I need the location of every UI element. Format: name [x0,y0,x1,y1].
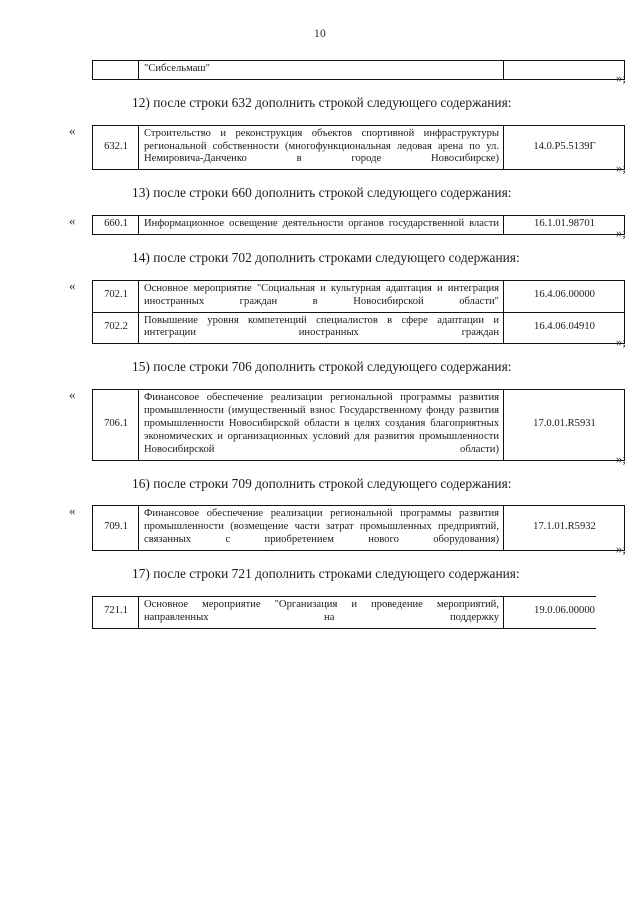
table-row: 709.1 Финансовое обеспечение реализации … [92,505,625,552]
page-number: 10 [314,28,326,40]
row-number-cell: 709.1 [92,505,139,552]
document-content: »; "Сибсельмаш" 12) после строки 632 доп… [69,60,626,635]
quote-close-marker: »; [615,224,626,240]
table-row: 702.2 Повышение уровня компетенций специ… [92,311,625,345]
table-702: 702.1 Основное мероприятие "Социальная и… [92,279,625,345]
row-number-cell: 632.1 [92,124,139,171]
row-name-cell: Основное мероприятие "Социальная и культ… [138,279,504,313]
row-name-cell: "Сибсельмаш" [138,60,504,80]
paragraph-item-16: 16) после строки 709 дополнить строкой с… [132,475,512,491]
quote-close-marker: »; [615,69,626,85]
quote-open-marker: « [69,213,76,229]
row-number-cell: 660.1 [92,215,139,235]
row-number-cell: 706.1 [92,389,139,461]
table-row: 660.1 Информационное освещение деятельно… [92,215,625,235]
row-number-cell: 702.1 [92,279,139,313]
row-code-cell: 19.0.06.00000 [503,595,596,629]
table-row: 632.1 Строительство и реконструкция объе… [92,124,625,171]
table-709: 709.1 Финансовое обеспечение реализации … [92,505,625,552]
row-code-cell: 16.1.01.98701 [503,215,625,235]
paragraph-item-15: 15) после строки 706 дополнить строкой с… [132,359,512,375]
row-name-cell: Финансовое обеспечение реализации регион… [138,505,504,552]
row-name-cell: Информационное освещение деятельности ор… [138,215,504,235]
paragraph-item-12: 12) после строки 632 дополнить строкой с… [132,94,512,110]
row-code-cell: 16.4.06.04910 [503,311,625,345]
row-number-cell: 721.1 [92,595,139,629]
paragraph-item-14: 14) после строки 702 дополнить строками … [132,249,520,265]
table-721: 721.1 Основное мероприятие "Организация … [92,595,596,629]
quote-open-marker: « [69,277,76,293]
row-code-cell: 17.1.01.R5932 [503,505,625,552]
quote-close-marker: »; [615,541,626,557]
table-block-702: « »; 702.1 Основное мероприятие "Социаль… [69,279,626,349]
table-block-632: « »; 632.1 Строительство и реконструкция… [69,124,626,175]
table-row: 721.1 Основное мероприятие "Организация … [92,595,596,629]
quote-open-marker: « [69,387,76,403]
table-row: "Сибсельмаш" [92,60,625,80]
paragraph-item-13: 13) после строки 660 дополнить строкой с… [132,185,512,201]
row-name-cell: Строительство и реконструкция объектов с… [138,124,504,171]
quote-open-marker: « [69,503,76,519]
quote-close-marker: »; [615,450,626,466]
table-block-709: « »; 709.1 Финансовое обеспечение реализ… [69,504,626,555]
table-block-sibselmash: »; "Сибсельмаш" [92,60,626,84]
quote-close-marker: »; [615,334,626,350]
row-number-cell [92,60,139,80]
table-block-721: « 721.1 Основное мероприятие "Организаци… [92,595,596,629]
paragraph-item-17: 17) после строки 721 дополнить строками … [132,566,520,582]
quote-close-marker: »; [615,160,626,176]
table-sibselmash: "Сибсельмаш" [92,60,625,80]
row-code-cell: 17.0.01.R5931 [503,389,625,461]
row-name-cell: Повышение уровня компетенций специалисто… [138,311,504,345]
table-row: 702.1 Основное мероприятие "Социальная и… [92,279,625,313]
quote-open-marker: « [69,122,76,138]
table-706: 706.1 Финансовое обеспечение реализации … [92,389,625,461]
row-number-cell: 702.2 [92,311,139,345]
table-block-660: « »; 660.1 Информационное освещение деят… [69,214,626,239]
row-code-cell: 14.0.Р5.5139Г [503,124,625,171]
table-row: 706.1 Финансовое обеспечение реализации … [92,389,625,461]
row-code-cell [503,60,625,80]
row-code-cell: 16.4.06.00000 [503,279,625,313]
table-660: 660.1 Информационное освещение деятельно… [92,215,625,235]
table-632: 632.1 Строительство и реконструкция объе… [92,124,625,171]
row-name-cell: Основное мероприятие "Организация и пров… [138,595,504,629]
row-name-cell: Финансовое обеспечение реализации регион… [138,389,504,461]
table-block-706: « »; 706.1 Финансовое обеспечение реализ… [69,388,626,465]
